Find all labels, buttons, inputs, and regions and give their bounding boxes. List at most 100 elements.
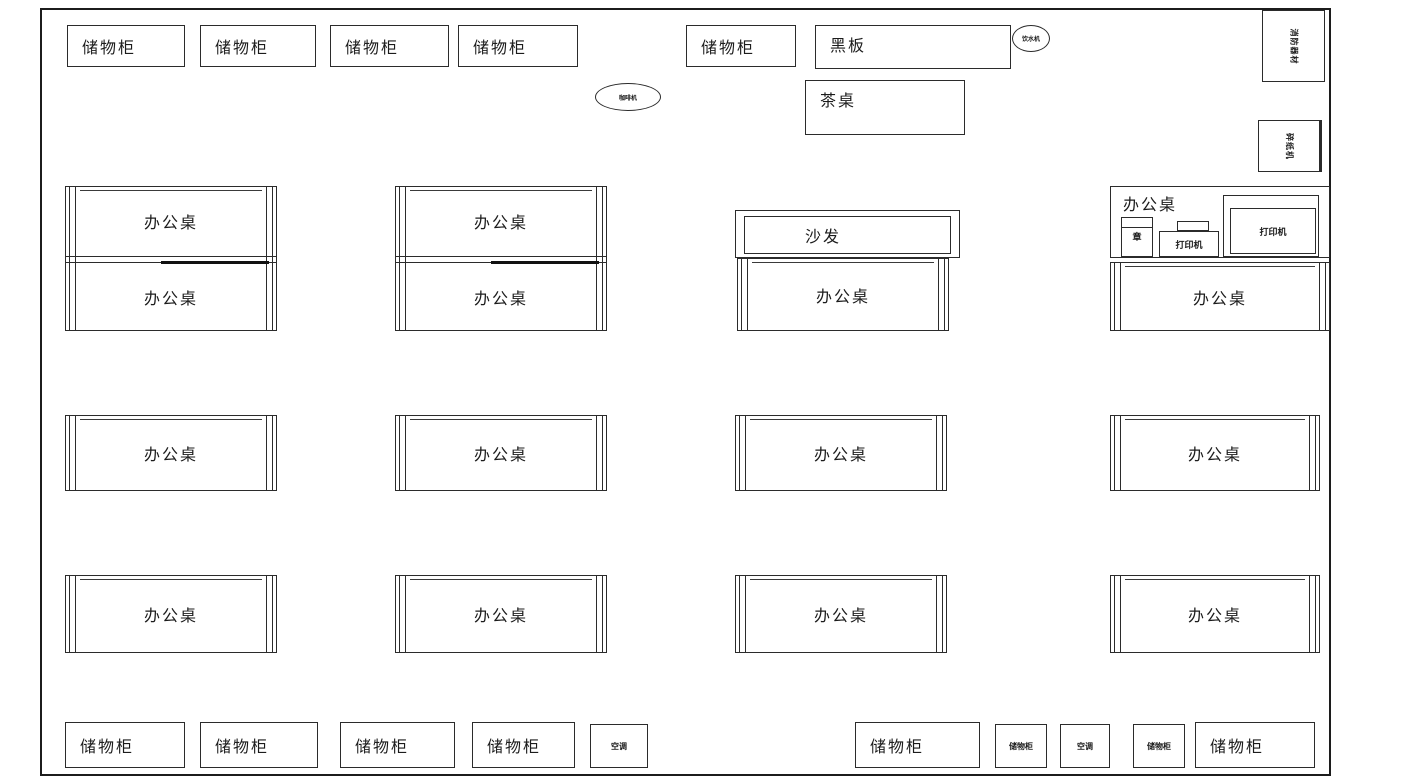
desk-r2c4: 办公桌 [1110, 415, 1320, 491]
desk-edge-line [410, 419, 592, 420]
cabinet-top-4: 储物柜 [458, 25, 578, 67]
desk-r3c2-label: 办公桌 [473, 608, 528, 625]
desk-r3c3-label: 办公桌 [813, 608, 868, 625]
desk-side-panel [596, 187, 603, 330]
blackboard-label: 黑板 [830, 38, 867, 55]
cabinet-top-1-label: 储物柜 [82, 40, 137, 57]
ac-left: 空调 [590, 724, 648, 768]
desk-r2c3: 办公桌 [735, 415, 947, 491]
sofa-cushion: 沙发 [744, 216, 951, 254]
wall-box-mid: 碎纸机 [1258, 120, 1322, 172]
cabinet-bottom-6-label: 储物柜 [1009, 741, 1033, 751]
blackboard: 黑板 [815, 25, 1011, 69]
printer-small: 打印机 [1159, 231, 1219, 257]
cabinet-top-5-label: 储物柜 [701, 40, 756, 57]
cabinet-top-5: 储物柜 [686, 25, 796, 67]
desk-side-panel [1114, 263, 1121, 330]
desk-side-panel [1309, 416, 1316, 490]
desk-r1c4: 办公桌 [1110, 262, 1330, 331]
desk-r1c2-upper-surface: 办公桌 [396, 187, 606, 255]
cabinet-bottom-4-label: 储物柜 [487, 739, 542, 756]
cabinet-bottom-5: 储物柜 [855, 722, 980, 768]
ac-right-label: 空调 [1077, 741, 1093, 751]
printer-small-label: 打印机 [1175, 239, 1203, 250]
desk-r2c2: 办公桌 [395, 415, 607, 491]
printer-desk-label-wrap: 办公桌 [1123, 191, 1177, 215]
seal-box: 章 [1121, 217, 1153, 257]
cabinet-bottom-3: 储物柜 [340, 722, 455, 768]
desk-side-panel [69, 576, 76, 652]
ac-right: 空调 [1060, 724, 1110, 768]
cabinet-bottom-5-label: 储物柜 [870, 739, 925, 756]
desk-r2c1-surface: 办公桌 [66, 416, 276, 490]
desk-divider-thick-line [160, 261, 269, 264]
desk-side-panel [936, 416, 943, 490]
cabinet-bottom-8-label: 储物柜 [1210, 739, 1265, 756]
desk-r1c3-label: 办公桌 [815, 288, 870, 306]
desk-side-panel [266, 187, 273, 330]
desk-r3c1-label: 办公桌 [143, 608, 198, 625]
desk-r3c3: 办公桌 [735, 575, 947, 653]
cabinet-bottom-4: 储物柜 [472, 722, 575, 768]
water-dispenser: 饮水机 [1012, 25, 1050, 52]
desk-edge-line [80, 579, 262, 580]
seal-box-label: 章 [1132, 232, 1142, 242]
desk-side-panel [1114, 416, 1121, 490]
desk-r1c1: 办公桌办公桌 [65, 186, 277, 331]
cabinet-bottom-7: 储物柜 [1133, 724, 1185, 768]
desk-edge-line [410, 579, 592, 580]
cabinet-top-3-label: 储物柜 [345, 40, 400, 57]
cabinet-top-1: 储物柜 [67, 25, 185, 67]
desk-side-panel [266, 416, 273, 490]
desk-r2c1: 办公桌 [65, 415, 277, 491]
desk-edge-line [1125, 579, 1305, 580]
desk-r1c1-upper-surface: 办公桌 [66, 187, 276, 255]
desk-side-panel [741, 259, 748, 330]
desk-r3c1-surface: 办公桌 [66, 576, 276, 652]
printer-small-top [1177, 221, 1209, 231]
cabinet-top-3: 储物柜 [330, 25, 449, 67]
desk-side-panel [1319, 263, 1326, 330]
desk-side-panel [936, 576, 943, 652]
desk-r2c4-surface: 办公桌 [1111, 416, 1319, 490]
desk-edge-line [752, 262, 934, 263]
desk-r2c2-label: 办公桌 [473, 447, 528, 464]
desk-edge-line [750, 579, 932, 580]
desk-r2c4-label: 办公桌 [1187, 447, 1242, 464]
wall-box-top: 消防器材 [1262, 10, 1325, 82]
printer-desk-label: 办公桌 [1123, 197, 1178, 214]
desk-side-panel [69, 187, 76, 330]
tea-table-label: 茶桌 [820, 93, 857, 110]
desk-r3c4-surface: 办公桌 [1111, 576, 1319, 652]
coffee-machine-label: 咖啡机 [618, 95, 637, 102]
desk-r1c3: 办公桌 [737, 258, 949, 331]
printer-desk: 办公桌章打印机打印机 [1110, 186, 1330, 258]
cabinet-bottom-6: 储物柜 [995, 724, 1047, 768]
desk-r1c2-divider [396, 256, 606, 264]
desk-r3c2: 办公桌 [395, 575, 607, 653]
printer-large-label: 打印机 [1259, 226, 1287, 237]
desk-r2c3-surface: 办公桌 [736, 416, 946, 490]
ac-left-label: 空调 [611, 741, 627, 751]
desk-r1c3-surface: 办公桌 [738, 259, 948, 330]
wall-box-top-label: 消防器材 [1289, 28, 1298, 64]
desk-r3c4: 办公桌 [1110, 575, 1320, 653]
desk-edge-line [410, 190, 592, 191]
cabinet-bottom-3-label: 储物柜 [355, 739, 410, 756]
printer-large: 打印机 [1223, 195, 1319, 257]
desk-side-panel [1309, 576, 1316, 652]
desk-r1c2-lower-surface: 办公桌 [396, 263, 606, 330]
seal-box-divider [1122, 227, 1152, 228]
desk-r1c4-label: 办公桌 [1192, 290, 1247, 308]
desk-r1c1-lower-label: 办公桌 [143, 290, 198, 308]
desk-edge-line [750, 419, 932, 420]
desk-side-panel [69, 416, 76, 490]
desk-side-panel [399, 416, 406, 490]
desk-r2c1-label: 办公桌 [143, 447, 198, 464]
desk-r1c1-upper-label: 办公桌 [143, 215, 198, 232]
desk-side-panel [266, 576, 273, 652]
desk-r1c1-lower-surface: 办公桌 [66, 263, 276, 330]
cabinet-top-4-label: 储物柜 [473, 40, 528, 57]
water-dispenser-label: 饮水机 [1021, 37, 1040, 43]
